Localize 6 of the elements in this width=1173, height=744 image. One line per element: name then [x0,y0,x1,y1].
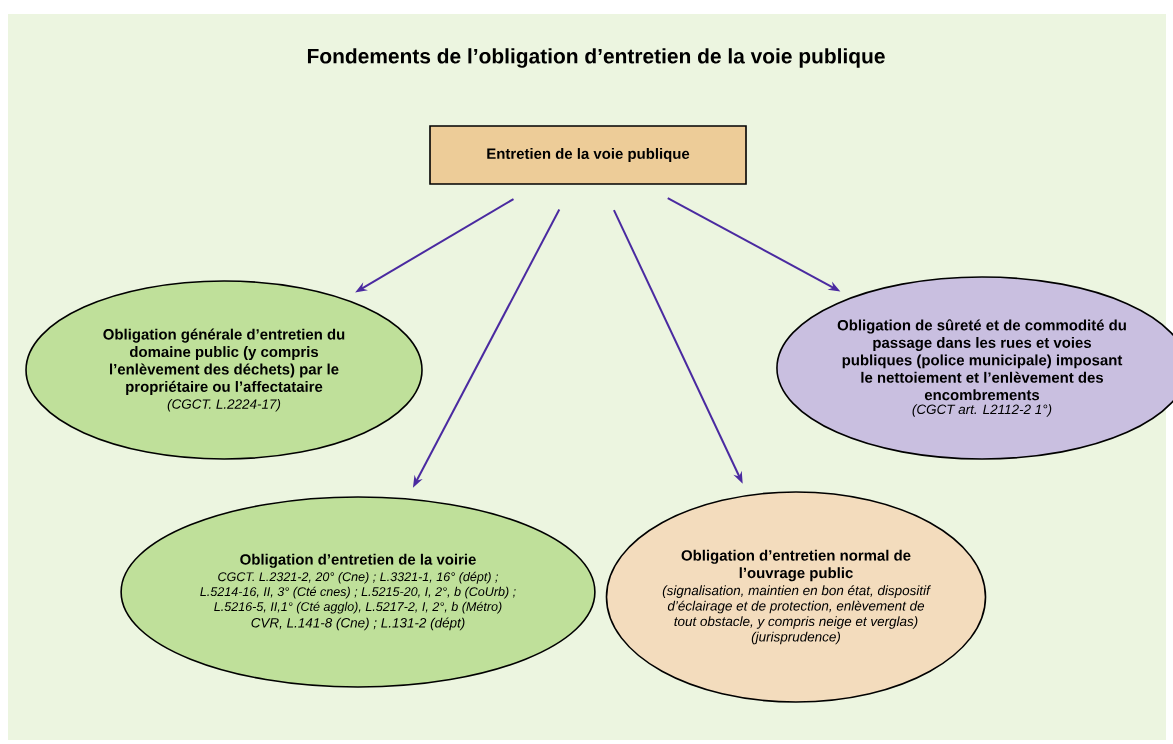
ellipse-node: Obligation d’entretien normal de l’ouvrage public (signalisation, maintien en bon état, dispositif d’éclairage et de protection, enlèvement de tout obstacle, y compris neige et verglas) (jurisprudence) [605,491,987,703]
ellipse-node: Obligation de sûreté et de commodité du passage dans les rues et voies publiques (police municipale) imposant le nettoiement et l’enlèvement des encombrements (CGCT art. L2112-2 1°) [776,276,1173,460]
ellipse-node: Obligation d’entretien de la voirie CGCT. L.2321-2, 20° (Cne) ; L.3321-1, 16° (dépt) ; L.5214-16, II, 3° (Cté cnes) ; L.5215-20, I, 2°, b (CoUrb) ; L.5216-5, II,1° (Cté agglo), L.5217-2, I, 2°, b (Métro) CVR, L.141-8 (Cne) ; L.131-2 (dépt) [120,496,596,688]
title-box: Entretien de la voie publique [429,125,747,185]
title: Fondements de l’obligation d’entretien de la voie publique [307,48,885,68]
ellipse-node: Obligation générale d’entretien du domaine public (y compris l’enlèvement des déchets) par le propriétaire ou l’affectataire (CGCT. L.2224-17) [25,280,423,460]
